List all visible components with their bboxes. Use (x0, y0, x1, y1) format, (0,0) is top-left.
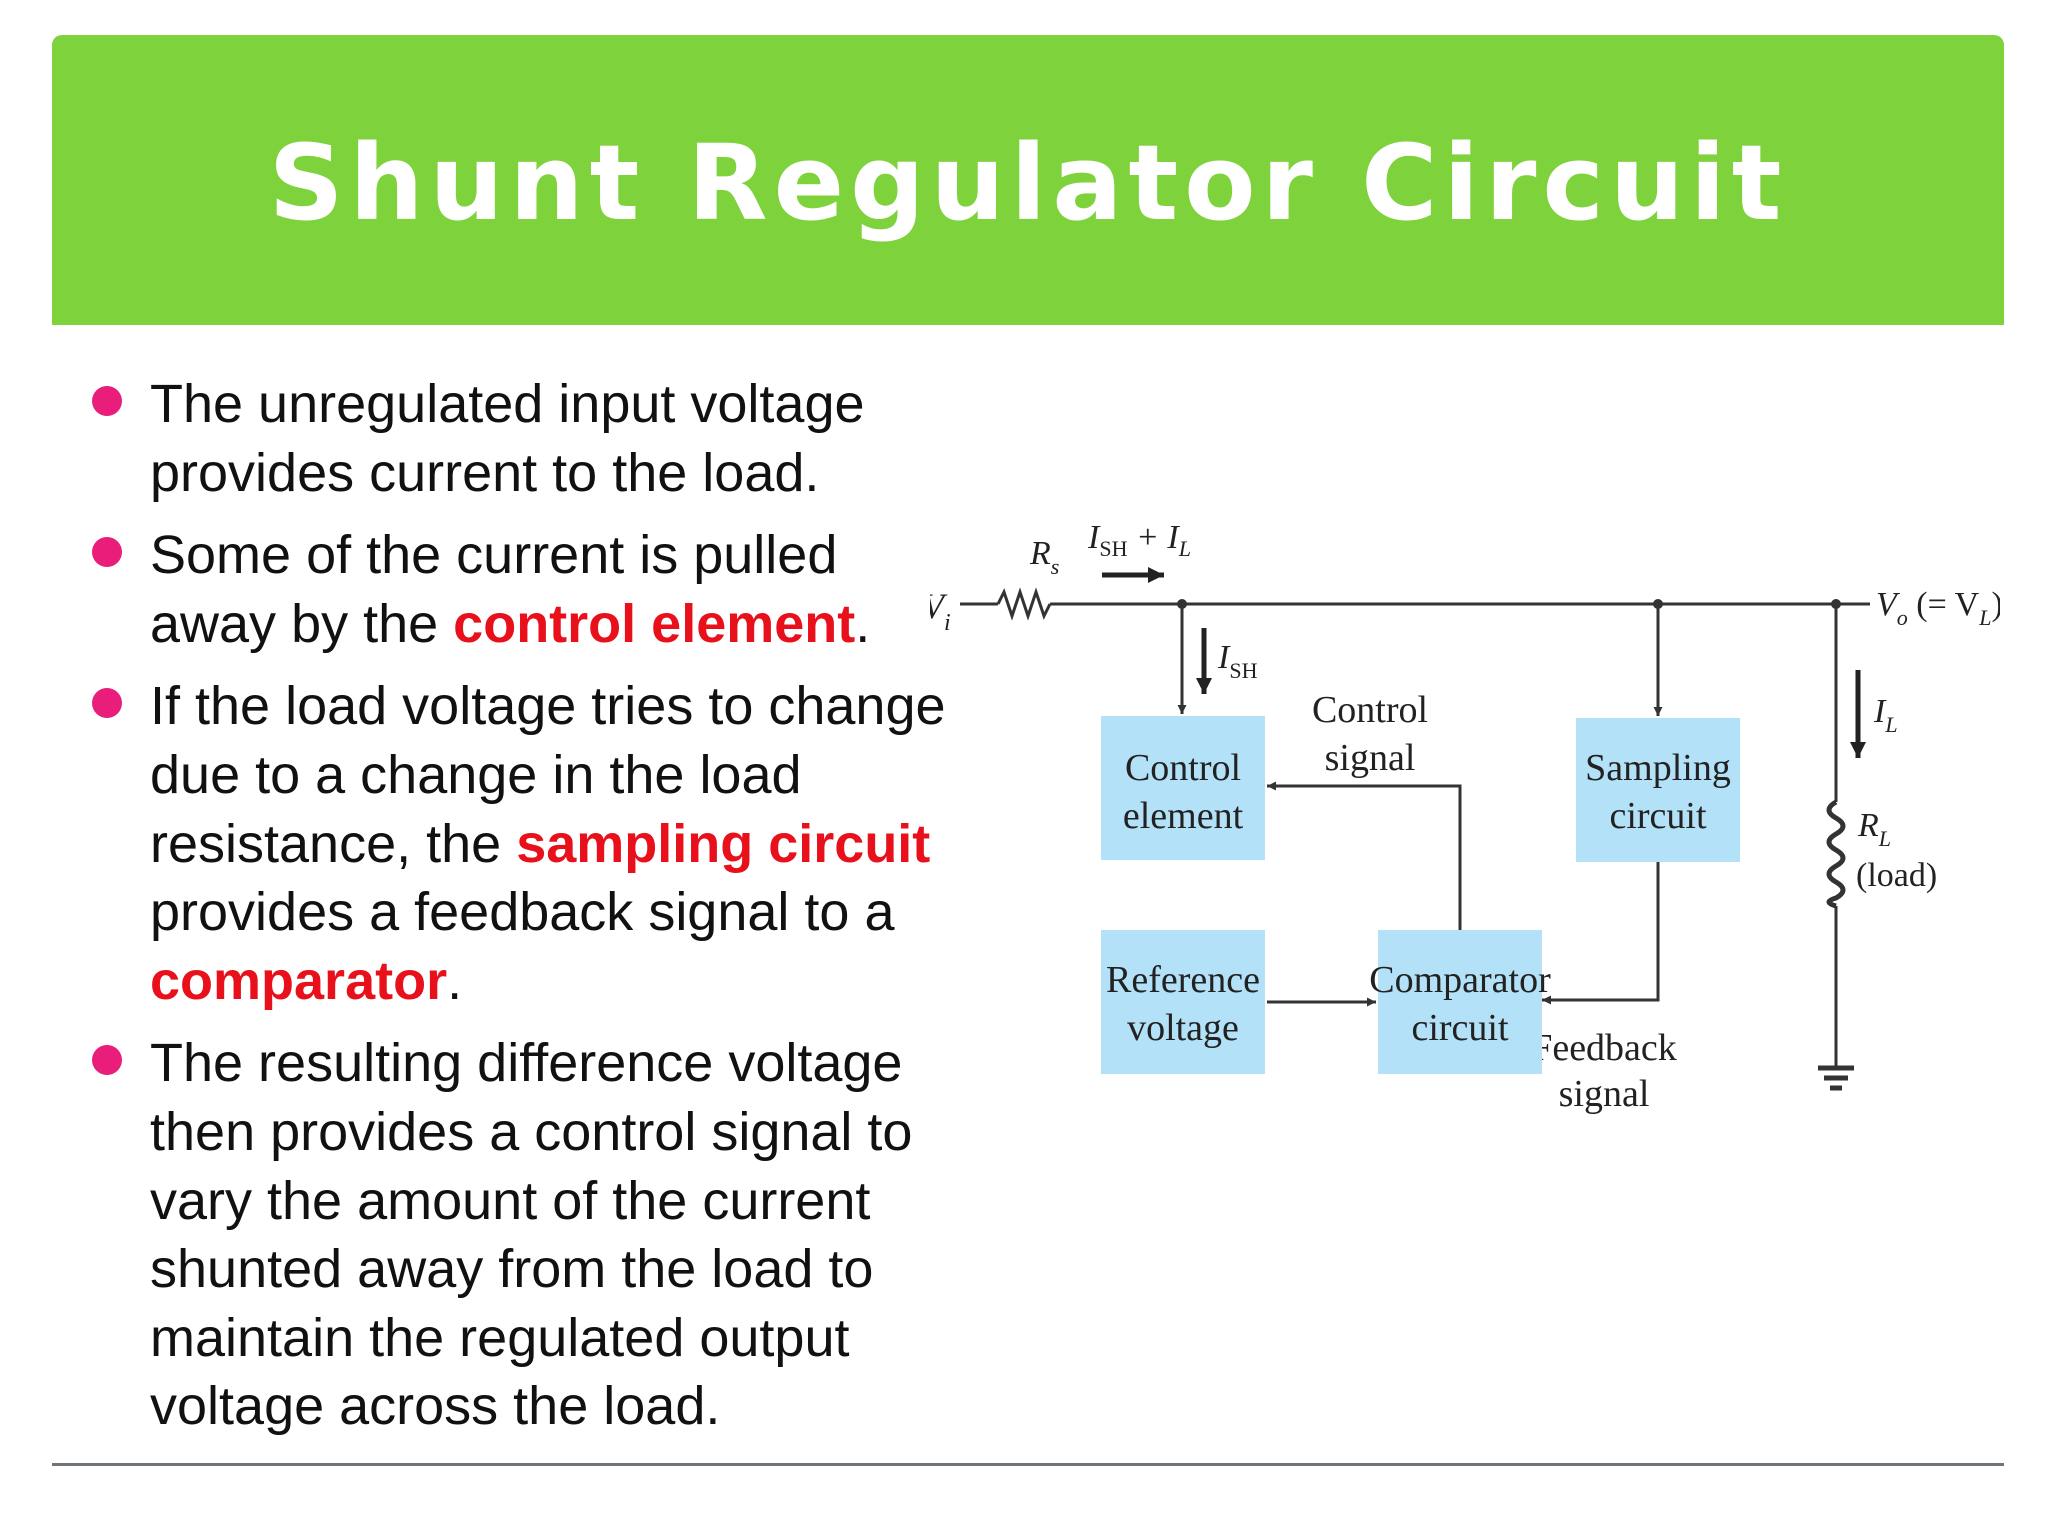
slide-title: Shunt Regulator Circuit (268, 122, 1788, 244)
bullet-dot-icon (92, 537, 122, 568)
rs-resistor-icon (996, 587, 1052, 621)
bullet-dot-icon (92, 688, 122, 719)
comparator-circuit-block (1378, 930, 1542, 1074)
bullet-dot-icon (92, 1045, 122, 1076)
control-element-block (1101, 716, 1265, 860)
control-signal-wire (1267, 781, 1462, 930)
vo-label: Vo (= VL) (1876, 586, 2000, 630)
bullet-item: The resulting difference voltage then pr… (88, 1029, 968, 1441)
bullet-item: Some of the current is pulled away by th… (88, 521, 968, 658)
bottom-divider (52, 1463, 2004, 1466)
bullet-text: provides a feedback signal to a (150, 882, 895, 943)
bullet-text: Some of the current is pulled away by th… (150, 525, 838, 654)
highlight-comparator: comparator (150, 950, 448, 1011)
rs-label: Rs (1029, 535, 1059, 579)
feedback-signal-label: signal (1559, 1073, 1650, 1115)
bullet-list: The unregulated input voltage provides c… (88, 370, 968, 1455)
vi-label: Vi (930, 586, 951, 636)
bullet-text: . (855, 593, 871, 654)
rl-resistor-icon (1826, 799, 1846, 909)
bullet-text: If the load voltage tries to change due … (150, 676, 946, 874)
sampling-circuit-label: Sampling (1585, 747, 1731, 789)
reference-voltage-block (1101, 930, 1265, 1074)
sampling-circuit-label: circuit (1609, 795, 1707, 837)
il-label: IL (1873, 693, 1898, 737)
ish-label: ISH (1217, 639, 1258, 683)
comparator-circuit-label: Comparator (1369, 959, 1551, 1001)
reference-voltage-label: Reference (1106, 959, 1260, 1001)
feedback-signal-wire (1542, 862, 1660, 1005)
control-signal-label: Control (1312, 689, 1428, 731)
comparator-circuit-label: circuit (1411, 1007, 1509, 1049)
feedback-signal-label: Feedback (1531, 1027, 1677, 1069)
title-bar: Shunt Regulator Circuit (52, 35, 2004, 325)
bullet-dot-icon (92, 386, 122, 416)
reference-voltage-label: voltage (1127, 1007, 1239, 1049)
ish-il-label: ISH + IL (1087, 519, 1191, 561)
bullet-text: The resulting difference voltage then pr… (150, 1033, 913, 1437)
highlight-control-element: control element (453, 593, 856, 654)
shunt-regulator-diagram: Vi Rs ISH + IL Vo (= VL) ISH Control ele… (930, 519, 2000, 1115)
sampling-circuit-block (1576, 718, 1740, 862)
control-signal-label: signal (1325, 737, 1416, 779)
bullet-text: . (447, 950, 463, 1011)
bullet-text: The unregulated input voltage provides c… (150, 374, 865, 503)
control-element-label: Control (1125, 747, 1241, 789)
control-element-label: element (1123, 795, 1244, 837)
highlight-sampling-circuit: sampling circuit (516, 813, 931, 874)
bullet-item: If the load voltage tries to change due … (88, 672, 968, 1015)
bullet-item: The unregulated input voltage provides c… (88, 370, 968, 507)
rl-load-label: (load) (1856, 857, 1937, 894)
rl-label: RL (1857, 807, 1891, 851)
